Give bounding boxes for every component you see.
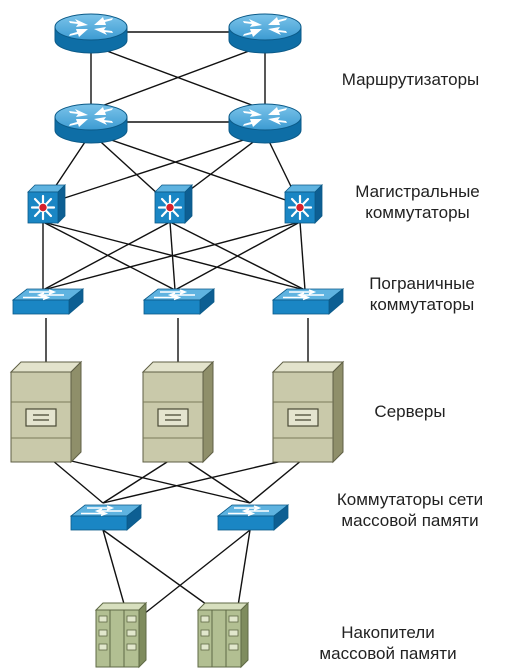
server-icon [272, 361, 344, 463]
label-edge-switches: Пограничные коммутаторы [342, 273, 502, 315]
connection-lines [42, 31, 309, 626]
router-icon [228, 13, 302, 54]
label-core-switches: Магистральные коммутаторы [330, 181, 505, 223]
label-san-switches: Коммутаторы сети массовой памяти [314, 489, 506, 531]
san-switch-icon [70, 504, 142, 531]
label-routers: Маршрутизаторы [318, 69, 503, 90]
label-routers-text: Маршрутизаторы [341, 70, 480, 89]
edge-switch-icon [272, 288, 344, 315]
label-edge-line2: коммутаторы [369, 295, 475, 314]
router-icon [228, 103, 302, 144]
core-switch-icon [153, 183, 194, 225]
label-servers: Серверы [350, 401, 470, 422]
label-core-line1: Магистральные [355, 182, 480, 201]
san-switch-icon [217, 504, 289, 531]
label-san-line1: Коммутаторы сети [336, 490, 484, 509]
label-core-line2: коммутаторы [365, 203, 470, 222]
label-servers-text: Серверы [374, 402, 446, 421]
storage-icon [197, 602, 249, 668]
router-icon [54, 13, 128, 54]
core-switch-icon [26, 183, 67, 225]
core-switch-icon [283, 183, 324, 225]
label-storage-line1: Накопители [341, 623, 435, 642]
storage-icon [95, 602, 147, 668]
server-icon [10, 361, 82, 463]
label-storage-line2: массовой памяти [319, 644, 457, 663]
label-storage: Накопители массовой памяти [298, 622, 478, 664]
server-icon [142, 361, 214, 463]
label-san-line2: массовой памяти [341, 511, 479, 530]
label-edge-line1: Пограничные [369, 274, 475, 293]
edge-switch-icon [143, 288, 215, 315]
router-icon [54, 103, 128, 144]
edge-switch-icon [12, 288, 84, 315]
